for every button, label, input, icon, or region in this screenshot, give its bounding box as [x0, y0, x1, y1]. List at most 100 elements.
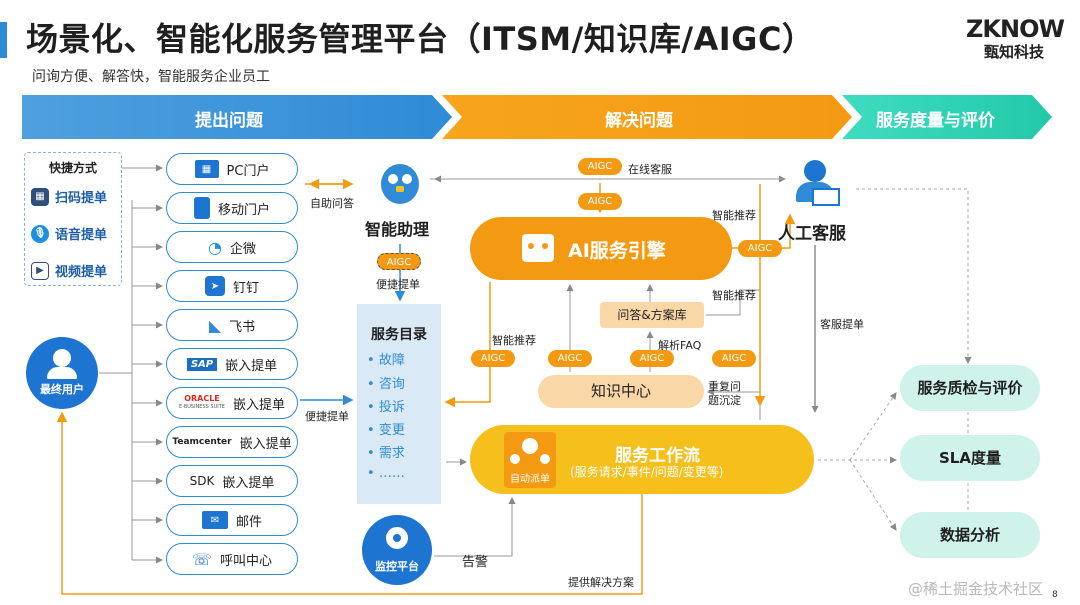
- channel-dingtalk[interactable]: ➤ 钉钉: [166, 270, 298, 302]
- workflow-subtitle: (服务请求/事件/问题/变更等): [570, 465, 724, 479]
- engine-label: AI服务引擎: [568, 240, 666, 262]
- aigc-tag-knowledge-left: AIGC: [548, 350, 592, 367]
- service-catalog: 服务目录 • 故障 • 咨询 • 投诉 • 变更 • 需求 • ……: [357, 304, 441, 504]
- channel-label: 移动门户: [217, 202, 270, 218]
- channel-label: 呼叫中心: [220, 553, 273, 569]
- alert-label: 告警: [462, 555, 489, 570]
- catalog-item[interactable]: • 需求: [367, 446, 405, 461]
- eval-quality: 服务质检与评价: [900, 365, 1040, 411]
- quick-item-label: 语音提单: [55, 228, 108, 243]
- page-title: 场景化、智能化服务管理平台（ITSM/知识库/AIGC）: [26, 20, 815, 58]
- mobile-icon: [193, 197, 210, 219]
- solution-label: 提供解决方案: [568, 576, 634, 589]
- channel-label: 嵌入提单: [222, 475, 275, 491]
- page-subtitle: 问询方便、解答快，智能服务企业员工: [32, 69, 270, 85]
- channel-label: 嵌入提单: [232, 397, 285, 413]
- oracle-logo-text: ORACLE: [184, 394, 220, 403]
- dispatch-icon: 自动派单: [504, 432, 556, 488]
- qa-solution-library: 问答&方案库: [600, 302, 704, 328]
- phase-label-resolve: 解决问题: [605, 111, 673, 131]
- aigc-tag-online: AIGC: [578, 158, 622, 175]
- sap-logo: SAP: [186, 357, 218, 371]
- eval-analytics: 数据分析: [900, 512, 1040, 558]
- monitor-label: 监控平台: [375, 560, 419, 573]
- quick-access-title: 快捷方式: [48, 161, 97, 175]
- company-logo: ZKNOW 甄知科技: [966, 16, 1065, 62]
- channel-label: 邮件: [235, 514, 262, 530]
- pc-portal-icon: ▦: [194, 160, 219, 178]
- aigc-tag-catalog: AIGC: [471, 350, 515, 367]
- logo-text-cn: 甄知科技: [983, 43, 1044, 61]
- oracle-logo: ORACLE E-BUSINESS SUITE: [179, 395, 225, 411]
- channel-oracle[interactable]: ORACLE E-BUSINESS SUITE 嵌入提单: [166, 387, 298, 419]
- phase-label-raise: 提出问题: [195, 111, 263, 131]
- channel-mail[interactable]: ✉ 邮件: [166, 504, 298, 536]
- smart-recommend-catalog-label: 智能推荐: [492, 334, 536, 347]
- aigc-tag-assistant: AIGC: [377, 253, 421, 270]
- ai-service-engine: AI服务引擎: [470, 217, 732, 280]
- channel-sdk[interactable]: SDK 嵌入提单: [166, 465, 298, 497]
- channel-pc-portal[interactable]: ▦ PC门户: [166, 153, 298, 185]
- quick-item-voice[interactable]: 🎙 语音提单: [31, 224, 107, 243]
- service-workflow: 自动派单 服务工作流 (服务请求/事件/问题/变更等): [470, 425, 814, 494]
- quick-item-label: 视频提单: [55, 265, 108, 280]
- agent-submit-label: 客服提单: [820, 318, 864, 331]
- channel-label: PC门户: [226, 163, 270, 179]
- quick-access-panel: 快捷方式 ▦ 扫码提单 🎙 语音提单 ▶ 视频提单: [24, 152, 122, 286]
- channel-feishu[interactable]: ◣ 飞书: [166, 309, 298, 341]
- watermark: @稀土掘金技术社区: [908, 580, 1044, 598]
- parse-faq-label: 解析FAQ: [658, 339, 702, 352]
- channel-teamcenter[interactable]: Teamcenter 嵌入提单: [166, 426, 298, 458]
- user-icon: [53, 349, 71, 367]
- quick-item-qr[interactable]: ▦ 扫码提单: [31, 187, 107, 206]
- catalog-item[interactable]: • ……: [367, 466, 405, 481]
- monitor-platform: 监控平台: [362, 515, 432, 585]
- teamcenter-logo: Teamcenter: [172, 437, 232, 447]
- online-service-label: 在线客服: [628, 163, 672, 176]
- channel-sap[interactable]: SAP 嵌入提单: [166, 348, 298, 380]
- self-qa-label: 自助问答: [310, 197, 354, 210]
- channel-label: 嵌入提单: [225, 358, 278, 374]
- qr-code-icon: ▦: [31, 187, 49, 206]
- catalog-item[interactable]: • 投诉: [367, 400, 405, 415]
- repeat-issue-label: 重复问题沉淀: [708, 380, 741, 407]
- catalog-title: 服务目录: [371, 327, 427, 343]
- knowledge-center: 知识中心: [538, 375, 704, 408]
- quick-item-video[interactable]: ▶ 视频提单: [31, 261, 107, 280]
- channel-call-center[interactable]: ☏ 呼叫中心: [166, 543, 298, 575]
- end-user-label: 最终用户: [40, 383, 84, 396]
- phase-arrow-evaluate: [842, 95, 1052, 139]
- page-number: 8: [1052, 590, 1058, 600]
- end-user-node: 最终用户: [26, 337, 98, 409]
- assistant-submit-label: 便捷提单: [376, 278, 420, 291]
- aigc-tag-knowledge-right: AIGC: [712, 350, 756, 367]
- mail-icon: ✉: [201, 511, 228, 529]
- video-icon: ▶: [31, 261, 49, 280]
- phase-arrow-raise: [22, 95, 452, 139]
- catalog-submit-label: 便捷提单: [305, 410, 349, 423]
- catalog-item[interactable]: • 变更: [367, 423, 405, 438]
- sdk-logo: SDK: [189, 474, 215, 488]
- assistant-label: 智能助理: [365, 220, 430, 239]
- eval-sla: SLA度量: [900, 435, 1040, 481]
- channel-label: 嵌入提单: [239, 436, 292, 452]
- dingtalk-icon: ➤: [204, 276, 225, 296]
- catalog-item[interactable]: • 咨询: [367, 377, 405, 392]
- microphone-icon: 🎙: [31, 224, 49, 243]
- agent-label: 人工客服: [778, 224, 846, 244]
- catalog-item[interactable]: • 故障: [367, 353, 405, 368]
- title-accent-bar: [0, 22, 7, 58]
- phase-arrow-resolve: [442, 95, 852, 139]
- smart-recommend-qa-label: 智能推荐: [712, 289, 756, 302]
- phone-icon: ☏: [191, 549, 212, 569]
- aigc-tag-agent: AIGC: [738, 240, 782, 257]
- channel-mobile[interactable]: 移动门户: [166, 192, 298, 224]
- assistant-bird-icon: [377, 160, 423, 210]
- agent-headset-icon: [790, 158, 842, 214]
- feishu-icon: ◣: [208, 315, 222, 335]
- aigc-tag-knowledge-mid: AIGC: [630, 350, 674, 367]
- aigc-tag-engine-top: AIGC: [578, 193, 622, 210]
- channel-wecom[interactable]: ◔ 企微: [166, 231, 298, 263]
- wecom-icon: ◔: [208, 237, 222, 257]
- channel-label: 钉钉: [232, 280, 259, 296]
